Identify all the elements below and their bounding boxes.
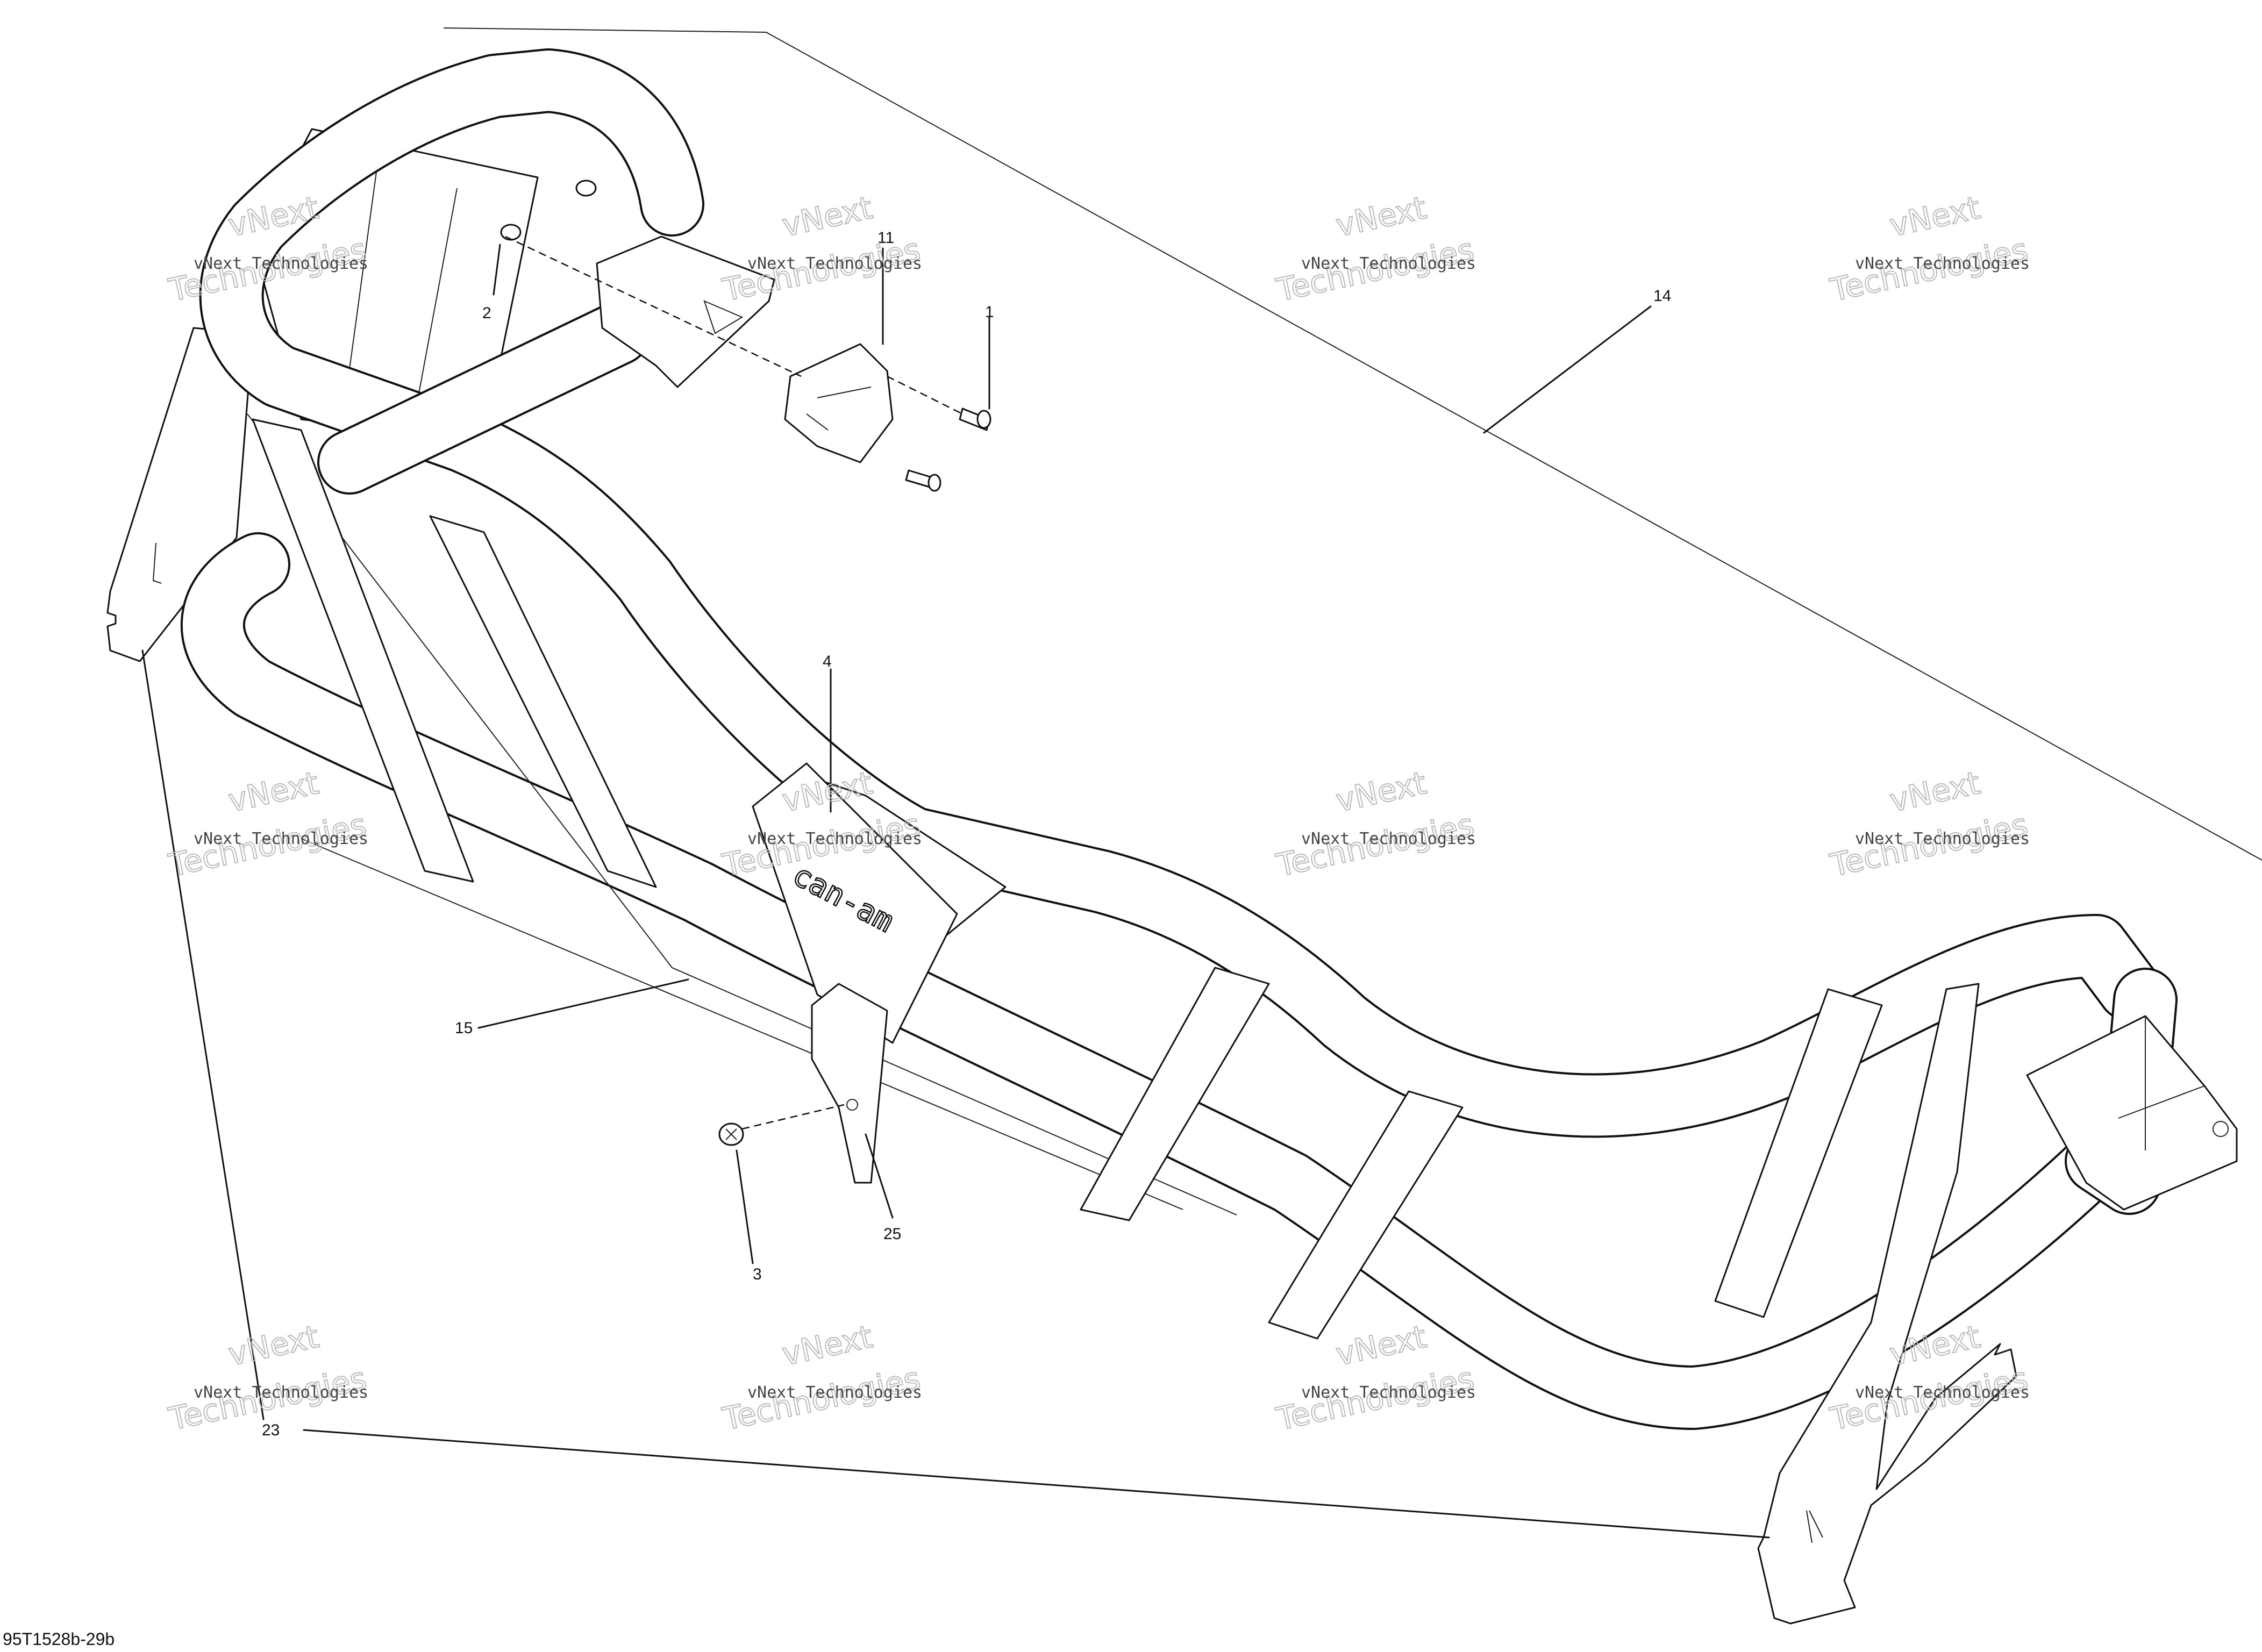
svg-text:vNext: vNext bbox=[1333, 189, 1430, 244]
svg-text:vNext Technologies: vNext Technologies bbox=[1855, 254, 2030, 273]
svg-text:vNext Technologies: vNext Technologies bbox=[194, 254, 368, 273]
leader-23b bbox=[303, 1429, 1770, 1539]
svg-text:vNext Technologies: vNext Technologies bbox=[194, 1383, 368, 1402]
screw-part-3 bbox=[718, 1122, 744, 1146]
svg-text:vNext: vNext bbox=[1887, 189, 1983, 244]
svg-text:vNext: vNext bbox=[225, 764, 322, 819]
lower-clip bbox=[811, 983, 888, 1184]
callout-2: 2 bbox=[482, 304, 491, 322]
svg-text:vNext Technologies: vNext Technologies bbox=[1301, 1383, 1476, 1402]
svg-text:vNext: vNext bbox=[1333, 764, 1430, 819]
svg-text:vNext Technologies: vNext Technologies bbox=[1301, 254, 1476, 273]
left-side-bracket bbox=[106, 327, 254, 662]
callout-1: 1 bbox=[985, 303, 994, 321]
upper-mount-bracket bbox=[596, 235, 775, 388]
svg-text:vNext: vNext bbox=[1887, 764, 1983, 819]
callout-25: 25 bbox=[883, 1225, 901, 1243]
leader-lines bbox=[141, 244, 1770, 1539]
fasteners bbox=[500, 180, 991, 1146]
svg-text:vNext Technologies: vNext Technologies bbox=[747, 1383, 922, 1402]
svg-text:vNext: vNext bbox=[1333, 1318, 1430, 1373]
leader-23a bbox=[141, 649, 265, 1420]
bolt-latch-lower bbox=[905, 469, 941, 492]
logo-plate: can-am bbox=[752, 762, 958, 1044]
assembly-dash-lines bbox=[505, 235, 963, 1130]
callout-4: 4 bbox=[823, 653, 832, 670]
svg-text:vNext Technologies: vNext Technologies bbox=[747, 829, 922, 848]
callout-3: 3 bbox=[753, 1265, 762, 1283]
svg-text:vNext Technologies: vNext Technologies bbox=[1855, 829, 2030, 848]
svg-text:vNext Technologies: vNext Technologies bbox=[747, 254, 922, 273]
leader-15 bbox=[477, 978, 689, 1029]
leader-25 bbox=[865, 1133, 894, 1219]
figure-id: 95T1528b-29b bbox=[3, 1629, 115, 1649]
leader-14 bbox=[1483, 305, 1652, 434]
leader-2 bbox=[493, 244, 501, 296]
callout-labels: 1 2 3 4 11 14 15 23 25 bbox=[262, 229, 1671, 1439]
callout-23: 23 bbox=[262, 1421, 280, 1439]
right-side-bracket bbox=[1757, 983, 2017, 1625]
nut-part-2 bbox=[500, 224, 522, 241]
latch-assembly bbox=[784, 343, 894, 463]
callout-14: 14 bbox=[1653, 287, 1671, 305]
svg-text:vNext Technologies: vNext Technologies bbox=[194, 829, 368, 848]
leader-3 bbox=[736, 1149, 754, 1264]
svg-text:vNext Technologies: vNext Technologies bbox=[1301, 829, 1476, 848]
nut-upper bbox=[575, 180, 597, 197]
svg-text:vNext: vNext bbox=[225, 1318, 322, 1373]
rack-slats bbox=[252, 418, 1883, 1340]
cargo-bed-outline bbox=[443, 27, 2262, 861]
right-mount-box bbox=[2026, 1015, 2238, 1211]
svg-text:vNext: vNext bbox=[779, 189, 876, 244]
callout-11: 11 bbox=[877, 229, 894, 247]
svg-text:vNext Technologies: vNext Technologies bbox=[1855, 1383, 2030, 1402]
bolt-part-1 bbox=[959, 407, 991, 431]
svg-text:vNext: vNext bbox=[779, 1318, 876, 1373]
callout-15: 15 bbox=[455, 1019, 473, 1037]
